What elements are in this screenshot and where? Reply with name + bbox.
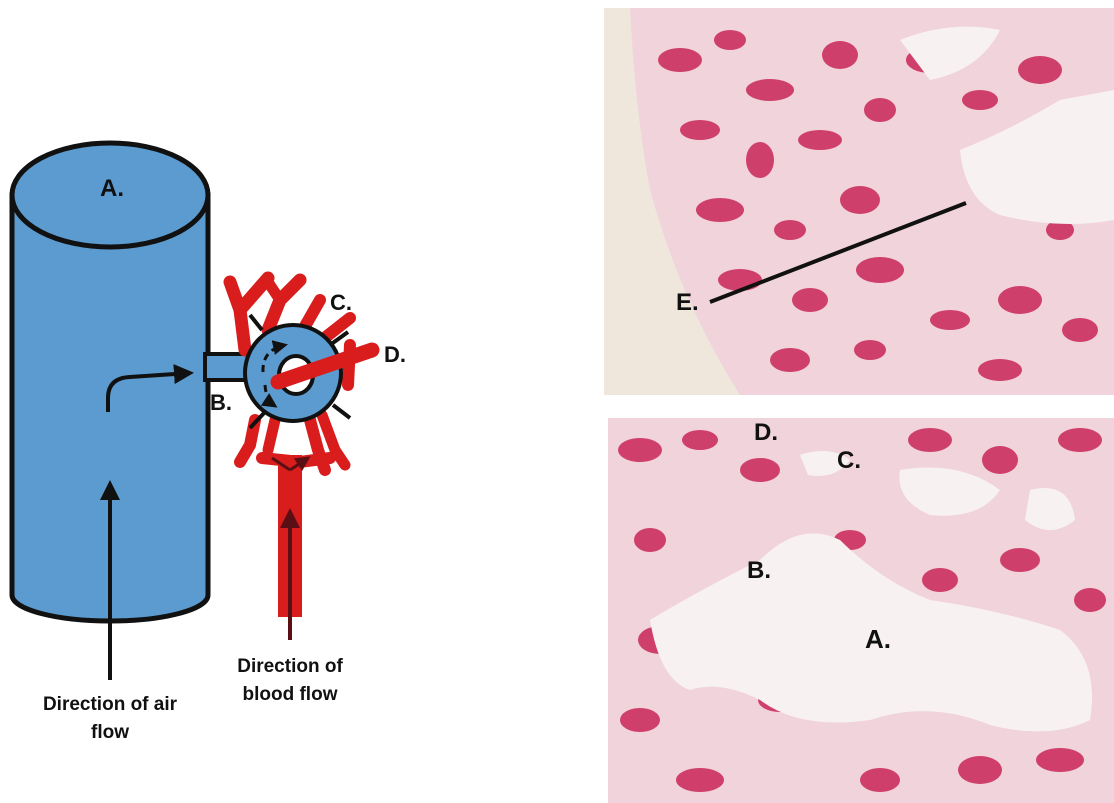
diagram-label-d: D. <box>384 342 406 367</box>
micrograph-bottom-label-d: D. <box>754 419 778 446</box>
diagram-label-c: C. <box>330 290 352 315</box>
airway-diagram: A. B. C. <box>12 143 406 743</box>
air-flow-caption-line1: Direction of air <box>43 694 178 715</box>
micrograph-bottom <box>608 418 1114 803</box>
micrograph-bottom-label-c: C. <box>837 447 861 474</box>
air-flow-caption-line2: flow <box>91 722 129 743</box>
diagram-label-b: B. <box>210 390 232 415</box>
micrograph-top <box>604 8 1114 395</box>
micrograph-bottom-label-a: A. <box>865 624 891 654</box>
diagram-label-a: A. <box>100 175 124 202</box>
micrograph-bottom-label-b: B. <box>747 557 771 584</box>
micrograph-top-label-e: E. <box>676 289 699 316</box>
blood-flow-caption-line1: Direction of <box>237 656 343 677</box>
blood-flow-caption-line2: blood flow <box>243 684 338 705</box>
